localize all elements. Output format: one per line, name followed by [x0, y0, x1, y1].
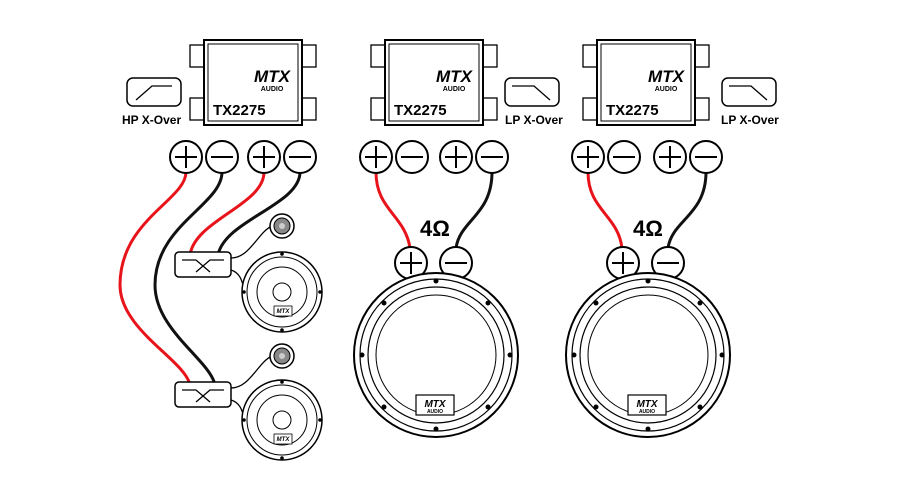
- svg-text:MTX: MTX: [636, 399, 658, 410]
- sub-1-badge: MTX AUDIO: [415, 394, 455, 416]
- amp-2-logo: MTX AUDIO: [436, 67, 474, 93]
- amp-3-logo: MTX AUDIO: [648, 67, 686, 93]
- subwoofer-2: MTX AUDIO: [565, 246, 731, 438]
- subwoofer-1: MTX AUDIO: [353, 246, 519, 438]
- high-pass-filter-icon: [126, 77, 182, 107]
- amplifier-2: MTX AUDIO TX2275: [370, 39, 498, 126]
- hp-xover-label: HP X-Over: [122, 113, 181, 127]
- svg-text:AUDIO: AUDIO: [443, 86, 466, 93]
- amplifier-3: MTX AUDIO TX2275: [582, 39, 710, 126]
- hp-xover-block: HP X-Over: [122, 77, 182, 127]
- low-pass-filter-icon: [721, 77, 777, 107]
- wire-sub1-positive: [374, 170, 412, 250]
- wire-ch1-negative-lower: [153, 170, 224, 387]
- wire-ch2-negative-upper: [216, 170, 302, 257]
- low-pass-filter-icon: [504, 77, 560, 107]
- amplifier-1: MTX AUDIO TX2275: [189, 39, 317, 126]
- lp-xover-label-middle: LP X-Over: [505, 113, 563, 127]
- midbass-lower: MTX: [241, 379, 323, 461]
- plus-terminal-icon: [169, 140, 203, 174]
- plus-terminal-icon: [247, 140, 281, 174]
- wire-sub2-positive: [586, 170, 624, 250]
- component-set-upper: MTX: [174, 213, 323, 333]
- minus-terminal-icon: [475, 140, 509, 174]
- lp-xover-block-middle: LP X-Over: [504, 77, 563, 127]
- amp-1-terminals: [169, 140, 317, 174]
- svg-text:AUDIO: AUDIO: [655, 86, 678, 93]
- svg-text:MTX: MTX: [277, 437, 291, 443]
- passive-crossover-upper: [174, 251, 232, 278]
- svg-text:MTX: MTX: [424, 399, 446, 410]
- minus-terminal-icon: [283, 140, 317, 174]
- amp-2-terminals: [359, 140, 509, 174]
- amp-3-model: TX2275: [606, 102, 659, 119]
- midbass-upper: MTX: [241, 251, 323, 333]
- amp-1-model: TX2275: [213, 102, 266, 119]
- plus-terminal-icon: [359, 140, 393, 174]
- midbass-upper-badge: MTX: [273, 305, 293, 317]
- component-set-lower: MTX: [174, 343, 323, 461]
- amp-3-terminals: [571, 140, 723, 174]
- wire-sub2-negative: [666, 170, 708, 250]
- lp-xover-block-right: LP X-Over: [721, 77, 779, 127]
- svg-text:AUDIO: AUDIO: [261, 86, 284, 93]
- tweeter-lower: [269, 343, 295, 369]
- svg-text:AUDIO: AUDIO: [427, 409, 443, 415]
- amp-2-model: TX2275: [394, 102, 447, 119]
- svg-text:MTX: MTX: [436, 67, 474, 86]
- passive-crossover-lower: [174, 381, 232, 408]
- minus-terminal-icon: [205, 140, 239, 174]
- svg-text:MTX: MTX: [254, 67, 292, 86]
- svg-text:MTX: MTX: [648, 67, 686, 86]
- impedance-label-right: 4Ω: [633, 216, 663, 241]
- lp-xover-label-right: LP X-Over: [721, 113, 779, 127]
- minus-terminal-icon: [689, 140, 723, 174]
- plus-terminal-icon: [571, 140, 605, 174]
- svg-text:AUDIO: AUDIO: [639, 409, 655, 415]
- wire-ch2-positive-upper: [188, 170, 266, 257]
- midbass-lower-badge: MTX: [273, 433, 293, 445]
- amp-1-logo: MTX AUDIO: [254, 67, 292, 93]
- wire-sub1-negative: [454, 170, 494, 250]
- impedance-label-middle: 4Ω: [420, 216, 450, 241]
- minus-terminal-icon: [607, 140, 641, 174]
- sub-2-badge: MTX AUDIO: [627, 394, 667, 416]
- minus-terminal-icon: [395, 140, 429, 174]
- wire-ch1-positive-lower: [118, 170, 192, 387]
- plus-terminal-icon: [653, 140, 687, 174]
- svg-text:MTX: MTX: [277, 309, 291, 315]
- tweeter-upper: [269, 213, 295, 239]
- plus-terminal-icon: [439, 140, 473, 174]
